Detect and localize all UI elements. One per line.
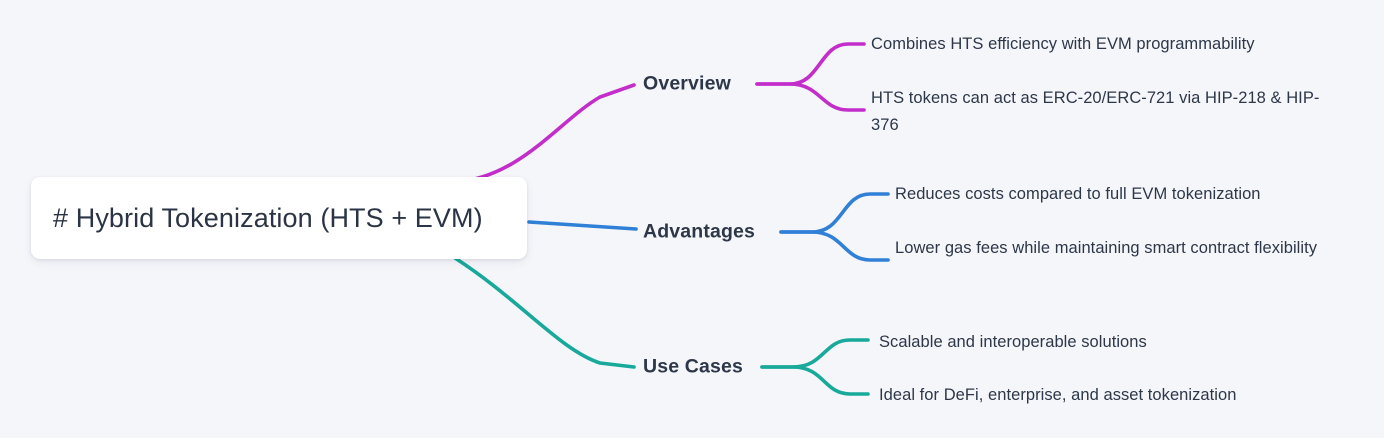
leaf-label-advantages-2[interactable]: Lower gas fees while maintaining smart c… [895,239,1318,257]
edge-overview-fork-top [755,42,866,86]
leaf-label-overview-1[interactable]: Combines HTS efficiency with EVM program… [871,35,1255,53]
branch-label-advantages[interactable]: Advantages [643,220,756,243]
leaf-label-usecases-1[interactable]: Scalable and interoperable solutions [879,333,1147,351]
edge-usecases-fork-top [760,338,870,369]
edge-advantages-fork-top [779,192,890,234]
branch-label-overview[interactable]: Overview [643,72,731,95]
edge-root-to-usecases [453,256,636,369]
root-node[interactable]: # Hybrid Tokenization (HTS + EVM) [31,177,527,259]
leaf-label-usecases-2[interactable]: Ideal for DeFi, enterprise, and asset to… [879,386,1237,404]
edge-root-to-advantages [527,220,638,231]
edge-advantages-fork-bottom [779,230,890,262]
edge-root-to-overview [453,83,636,184]
root-node-label: # Hybrid Tokenization (HTS + EVM) [53,202,483,233]
leaf-label-overview-2[interactable]: HTS tokens can act as ERC-20/ERC-721 via… [871,89,1320,134]
edge-usecases-fork-bottom [760,365,870,396]
branch-label-usecases[interactable]: Use Cases [643,355,744,378]
leaf-label-advantages-1[interactable]: Reduces costs compared to full EVM token… [895,185,1261,203]
edge-overview-fork-bottom [755,82,866,112]
